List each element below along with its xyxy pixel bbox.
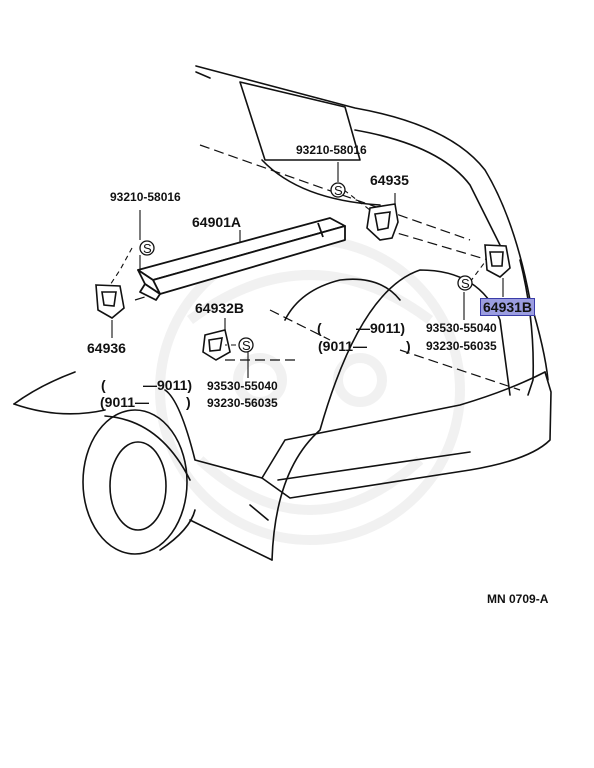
range-open-right: ( (317, 320, 322, 336)
part-label-64932b[interactable]: 64932B (195, 300, 245, 316)
s-marker-label: S (334, 183, 343, 198)
part-label-64935[interactable]: 64935 (370, 172, 409, 188)
range-lower-left: (9011— (100, 394, 150, 410)
s-marker-icon (238, 337, 254, 353)
s-marker-label: S (461, 276, 470, 291)
range-upper-left: —9011) (143, 377, 193, 393)
figure-code: MN 0709-A (487, 592, 549, 606)
vehicle-body (13, 65, 552, 561)
range-lower-right: (9011— (318, 338, 368, 354)
s-marker-label: S (143, 241, 152, 256)
part-label-93530-right[interactable]: 93530-55040 (426, 321, 497, 335)
part-label-64936[interactable]: 64936 (87, 340, 126, 356)
range-upper-right: —9011) (356, 320, 406, 336)
part-label-93210-left[interactable]: 93210-58016 (110, 190, 181, 204)
clip-64931b (484, 244, 511, 278)
leader-lines (111, 162, 504, 378)
part-label-64931b-highlighted[interactable]: 64931B (480, 298, 536, 316)
leader-dash-lines (109, 189, 486, 346)
part-label-93230-left[interactable]: 93230-56035 (207, 396, 278, 410)
clip-64936 (95, 284, 125, 319)
clip-64935 (366, 203, 399, 241)
range-close-left: ) (186, 394, 191, 410)
s-marker-label: S (242, 338, 251, 353)
part-label-93230-right[interactable]: 93230-56035 (426, 339, 497, 353)
s-marker-icon (139, 240, 155, 256)
clip-64932b (202, 329, 231, 361)
range-open-left: ( (101, 377, 106, 393)
s-marker-icons (139, 182, 473, 353)
part-label-64901a[interactable]: 64901A (192, 214, 242, 230)
part-label-93210-right[interactable]: 93210-58016 (296, 143, 367, 157)
range-close-right: ) (406, 338, 411, 354)
s-marker-icon (457, 275, 473, 291)
part-label-93530-left[interactable]: 93530-55040 (207, 379, 278, 393)
roof-rail (137, 217, 346, 301)
s-marker-icon (330, 182, 346, 198)
